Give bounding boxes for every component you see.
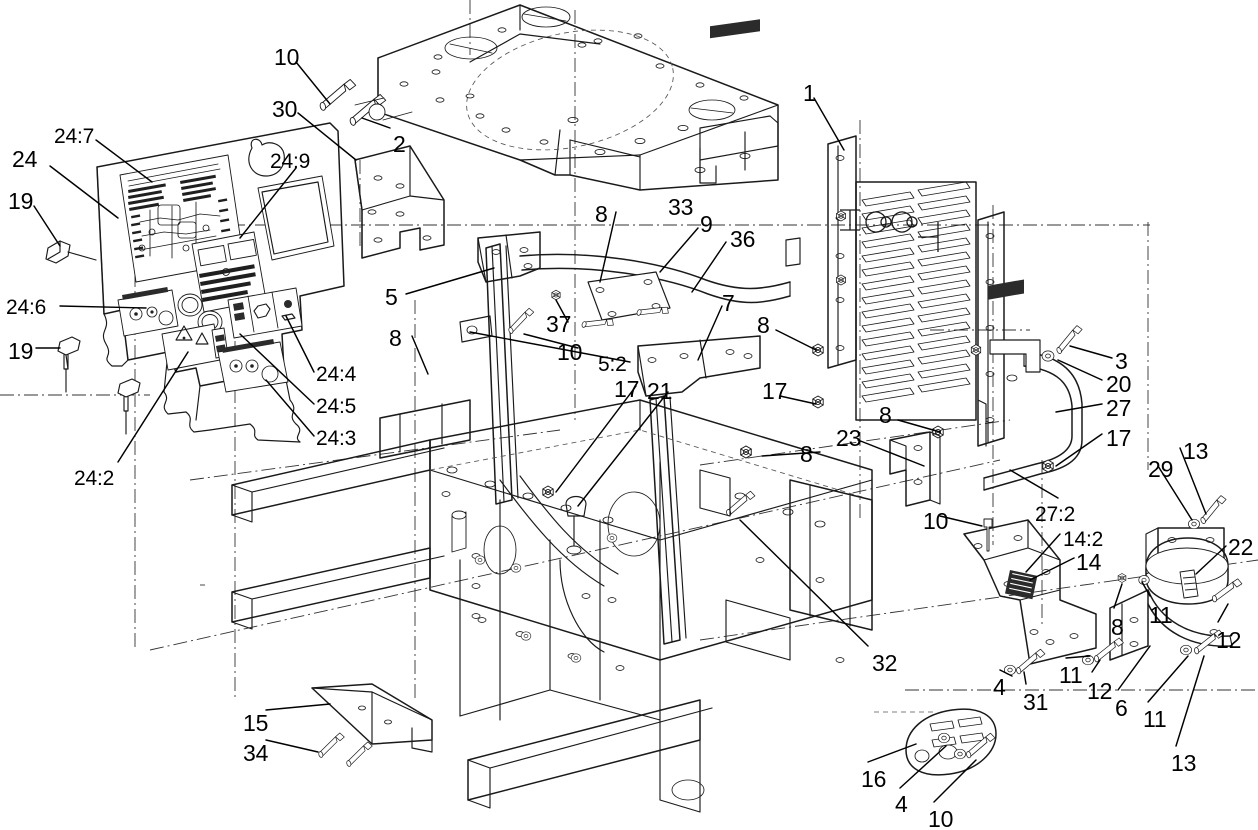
callout-8: 8 [595, 201, 608, 227]
callout-11: 11 [1149, 602, 1173, 628]
callout-24-7: 24:7 [54, 125, 95, 148]
decal-24-4-24-5 [227, 287, 303, 339]
leader-lines [33, 61, 1229, 803]
callout-8: 8 [879, 402, 892, 428]
foot-pad-16 [874, 708, 997, 776]
hood-grille-screen [827, 135, 1005, 447]
callout-24-6: 24:6 [6, 296, 47, 319]
callout-5: 5 [385, 284, 398, 310]
toro-wordmark [840, 209, 939, 252]
callout-17: 17 [762, 378, 788, 404]
callout-10: 10 [274, 44, 300, 70]
plug-19-lower-2 [117, 378, 141, 435]
callout-17: 17 [1106, 425, 1132, 451]
callout-4: 4 [895, 791, 908, 817]
callout-11: 11 [1059, 662, 1083, 688]
roll-bar-assembly [459, 231, 801, 645]
callout-37: 37 [546, 311, 572, 337]
callout-8: 8 [1111, 614, 1124, 640]
fastener-group-top [315, 78, 413, 127]
bracket-23 [889, 431, 941, 507]
callout-10: 10 [923, 508, 949, 534]
callout-30: 30 [272, 96, 298, 122]
decal-24-6 [117, 287, 179, 337]
callout-12: 12 [1216, 627, 1242, 653]
callout-7: 7 [722, 290, 735, 316]
callout-8: 8 [757, 312, 770, 338]
control-panel-console [96, 122, 345, 443]
callout-8: 8 [800, 441, 813, 467]
callout-10: 10 [557, 339, 583, 365]
callout-12: 12 [1087, 678, 1113, 704]
mounting-bracket-30 [354, 145, 445, 259]
plug-19-lower [57, 336, 81, 393]
callout-24: 24 [12, 146, 38, 172]
callout-21: 21 [647, 378, 673, 404]
engine-deck-plate [377, 4, 779, 191]
callout-3: 3 [1115, 348, 1128, 374]
callout-13: 13 [1183, 438, 1209, 464]
callout-24-3: 24:3 [316, 427, 357, 450]
callout-10: 10 [928, 806, 954, 830]
callout-9: 9 [700, 211, 713, 237]
main-chassis-frame [231, 399, 873, 813]
callout-13: 13 [1171, 750, 1197, 776]
callout-2: 2 [393, 131, 406, 157]
callout-24-9: 24:9 [270, 150, 311, 173]
callout-29: 29 [1148, 456, 1174, 482]
callout-27: 27 [1106, 395, 1132, 421]
callout-33: 33 [668, 194, 694, 220]
callout-5-2: 5:2 [598, 353, 627, 376]
callout-19: 19 [8, 338, 34, 364]
plug-19-upper [45, 240, 97, 264]
callout-22: 22 [1228, 534, 1254, 560]
callout-4: 4 [993, 674, 1006, 700]
callout-24-4: 24:4 [316, 363, 357, 386]
decal-24-9 [191, 231, 267, 313]
callout-1: 1 [803, 80, 816, 106]
callout-17: 17 [614, 376, 640, 402]
decal-24-2 [161, 323, 229, 371]
callout-24-2: 24:2 [74, 467, 115, 490]
callout-14-2: 14:2 [1063, 528, 1104, 551]
callout-14: 14 [1076, 549, 1102, 575]
decal-24-3 [217, 338, 289, 393]
callout-32: 32 [872, 650, 898, 676]
callout-34: 34 [243, 740, 269, 766]
callout-23: 23 [836, 425, 862, 451]
callout-24-5: 24:5 [316, 395, 357, 418]
callout-27-2: 27:2 [1035, 503, 1076, 526]
mounting-plate-15 [311, 683, 433, 768]
callout-6: 6 [1115, 695, 1128, 721]
callout-11: 11 [1143, 706, 1167, 732]
callout-31: 31 [1023, 689, 1049, 715]
callout-16: 16 [861, 766, 887, 792]
callout-8: 8 [389, 325, 402, 351]
callout-19: 19 [8, 188, 34, 214]
callout-15: 15 [243, 710, 269, 736]
callout-20: 20 [1106, 371, 1132, 397]
callout-36: 36 [730, 226, 756, 252]
